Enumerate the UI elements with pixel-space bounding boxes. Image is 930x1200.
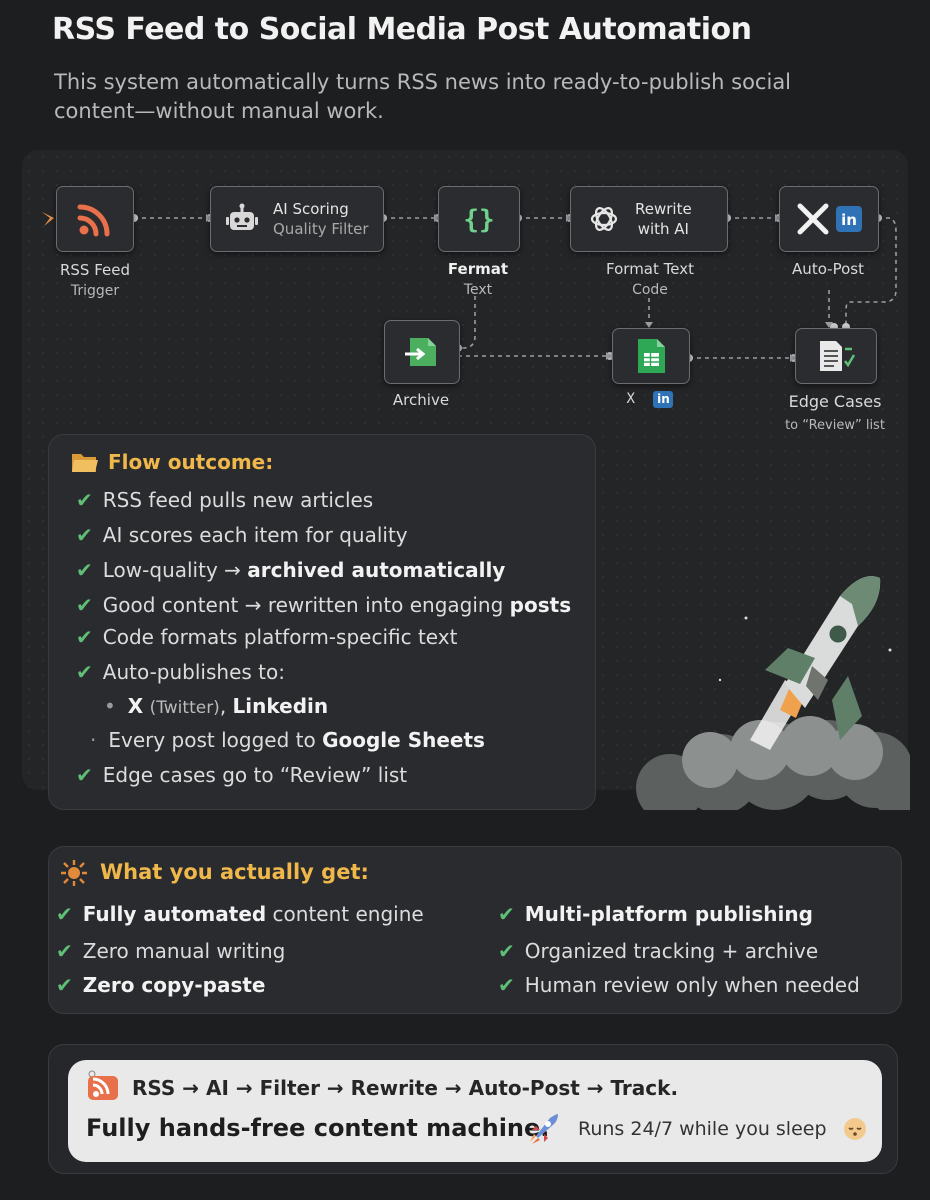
check-icon: ✔ (76, 625, 93, 649)
outcome-item-7: ✔Edge cases go to “Review” list (76, 763, 408, 787)
rewrite-sub: with AI (637, 220, 689, 238)
runs-note: Runs 24/7 while you sleep (578, 1118, 827, 1140)
checklist-icon (820, 341, 856, 371)
check-icon: ✔ (76, 660, 93, 684)
pipeline-summary: RSS → AI → Filter → Rewrite → Auto-Post … (132, 1076, 679, 1100)
archive-icon (405, 338, 436, 366)
robot-icon (226, 203, 258, 230)
check-icon: ✔ (76, 488, 93, 512)
check-icon: ✔ (76, 558, 93, 582)
folder-icon (72, 454, 98, 472)
check-icon: ✔ (498, 973, 515, 997)
edge-cases-node[interactable] (795, 328, 877, 384)
sparkle-icon (61, 860, 87, 886)
benefit-right-3: ✔Human review only when needed (498, 973, 860, 997)
benefit-right-1: ✔Multi-platform publishing (498, 902, 813, 926)
linkedin-icon: in (653, 391, 674, 408)
rewrite-title: Rewrite (635, 200, 692, 218)
svg-text:{}: {} (463, 205, 494, 235)
archive-node[interactable] (384, 320, 460, 384)
summary-pill: RSS → AI → Filter → Rewrite → Auto-Post … (68, 1060, 882, 1162)
page-subtitle: This system automatically turns RSS news… (54, 70, 792, 123)
outcome-subitem-sheets: ·Every post logged to Google Sheets (90, 728, 485, 752)
sheets-caption: X in (610, 389, 690, 410)
check-icon: ✔ (56, 973, 73, 997)
connector-format-archive (458, 296, 476, 349)
flow-outcome-heading: Flow outcome: (108, 450, 274, 474)
ai-scoring-sub: Quality Filter (273, 220, 369, 238)
linkedin-icon: in (836, 206, 862, 232)
google-sheets-node[interactable] (612, 328, 690, 384)
outcome-item-4: ✔Good content → rewritten into engaging … (76, 593, 572, 617)
connector-autopost-edge-2 (845, 217, 897, 326)
tagline: Fully hands-free content machine. (86, 1114, 550, 1142)
benefit-left-1: ✔Fully automated content engine (56, 902, 424, 926)
check-icon: ✔ (76, 763, 93, 787)
check-icon: ✔ (56, 939, 73, 963)
outcome-item-3: ✔Low-quality → archived automatically (76, 558, 506, 582)
ai-scoring-node[interactable]: AI Scoring Quality Filter (210, 186, 384, 252)
page-title: RSS Feed to Social Media Post Automation (52, 12, 752, 47)
rewrite-ai-node[interactable]: Rewrite with AI (570, 186, 728, 252)
ai-scoring-title: AI Scoring (273, 200, 349, 218)
benefit-left-3: ✔Zero copy-paste (56, 973, 266, 997)
check-icon: ✔ (76, 593, 93, 617)
edge-cases-caption: Edge Cases to “Review” list (785, 392, 885, 433)
format-text-node[interactable]: {} (438, 186, 520, 252)
rewrite-caption: Format Text Code (606, 260, 694, 298)
format-caption: Fermat Text (447, 260, 509, 298)
google-sheets-icon (638, 339, 665, 373)
auto-post-caption: Auto-Post (792, 260, 864, 278)
outcome-item-2: ✔AI scores each item for quality (76, 523, 408, 547)
outcome-subitem-platforms: •X (Twitter), Linkedin (104, 694, 329, 718)
flow-outcome-panel (48, 434, 596, 810)
rss-feed-node[interactable] (56, 186, 134, 252)
benefits-heading: What you actually get: (100, 860, 369, 884)
svg-text:in: in (841, 211, 857, 229)
curly-braces-icon: {} (463, 205, 494, 235)
rss-icon (88, 1070, 118, 1100)
rocket-illustration (636, 576, 910, 810)
outcome-item-1: ✔RSS feed pulls new articles (76, 488, 374, 512)
outcome-item-5: ✔Code formats platform-specific text (76, 625, 458, 649)
rss-icon (77, 204, 110, 237)
rss-feed-caption: RSS Feed Trigger (59, 261, 131, 299)
archive-caption: Archive (392, 391, 450, 409)
openai-icon (590, 207, 618, 231)
check-icon: ✔ (76, 523, 93, 547)
outcome-item-6: ✔Auto-publishes to: (76, 660, 285, 684)
check-icon: ✔ (498, 902, 515, 926)
check-icon: ✔ (498, 939, 515, 963)
x-icon (797, 203, 829, 235)
benefits-panel (48, 846, 902, 1014)
auto-post-node[interactable]: in (779, 186, 879, 252)
rocket-icon (530, 1114, 558, 1144)
check-icon: ✔ (56, 902, 73, 926)
sleeping-face-icon (844, 1118, 866, 1140)
benefit-right-2: ✔Organized tracking + archive (498, 939, 819, 963)
benefit-left-2: ✔Zero manual writing (56, 939, 286, 963)
